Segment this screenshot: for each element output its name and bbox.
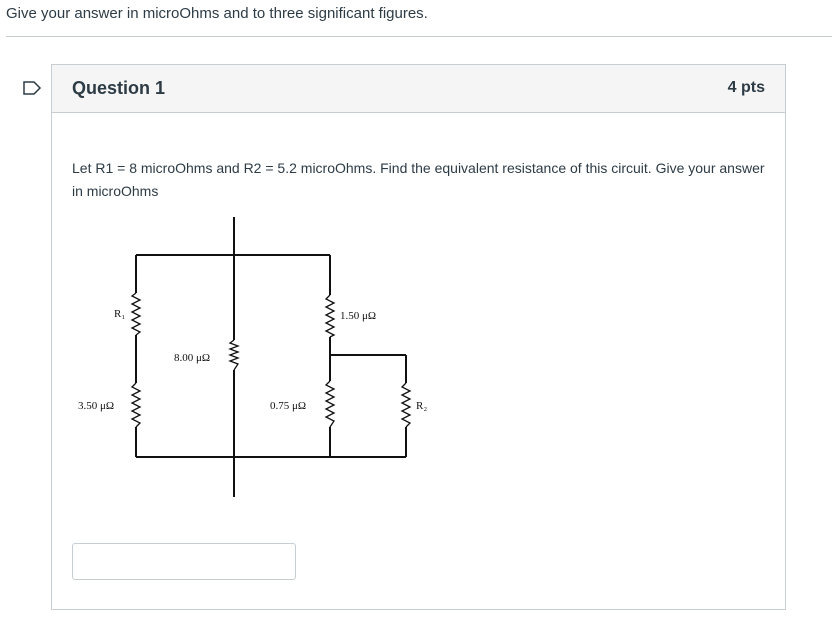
divider	[6, 36, 832, 37]
question-title: Question 1	[72, 78, 166, 98]
question-points: 4 pts	[727, 79, 765, 96]
question-header: Question 1 4 pts	[52, 65, 785, 113]
circuit-wires	[135, 217, 407, 497]
resistor-3-50	[130, 382, 142, 428]
resistor-r2	[400, 382, 412, 428]
question-text: Let R1 = 8 microOhms and R2 = 5.2 microO…	[72, 160, 765, 199]
resistor-r1	[130, 292, 142, 336]
resistors	[130, 292, 412, 428]
flag-question-icon[interactable]	[22, 80, 42, 96]
label-3-50: 3.50 μΩ	[78, 400, 114, 412]
resistor-8-00	[228, 339, 240, 371]
label-r1: R₁	[114, 308, 125, 320]
label-0-75: 0.75 μΩ	[270, 400, 306, 412]
instructions-text: Give your answer in microOhms and to thr…	[6, 5, 428, 22]
resistor-0-75	[324, 380, 336, 428]
label-r2: R₂	[416, 400, 427, 412]
answer-input[interactable]	[72, 543, 296, 580]
label-8-00: 8.00 μΩ	[174, 352, 210, 364]
question-card: Question 1 4 pts Let R1 = 8 microOhms an…	[51, 64, 786, 610]
resistor-1-50	[324, 294, 336, 338]
circuit-diagram: R₁ 3.50 μΩ 8.00 μΩ 1.50 μΩ 0.75 μΩ R₂	[78, 217, 427, 497]
label-1-50: 1.50 μΩ	[340, 310, 376, 322]
